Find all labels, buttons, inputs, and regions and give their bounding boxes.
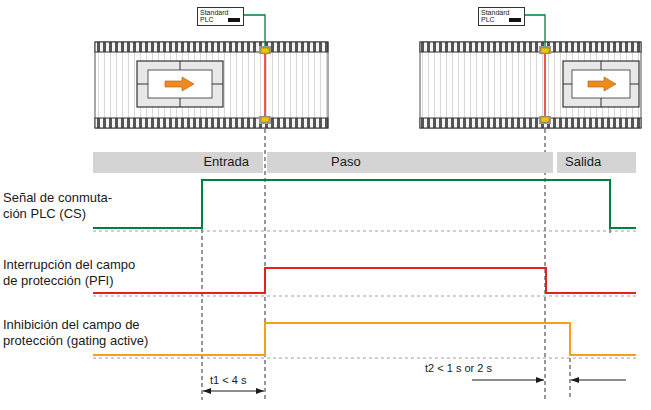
signal-name: Interrupción del campo de protección (PF… <box>3 257 151 290</box>
conveyor-part <box>420 42 641 52</box>
time-arrow-part <box>203 391 264 392</box>
conveyor-part <box>420 42 641 128</box>
light-curtain-part <box>259 46 271 54</box>
light-curtain-part <box>539 116 551 124</box>
conveyor <box>420 42 641 128</box>
package-part <box>137 61 223 107</box>
phase-label: Paso <box>267 154 553 170</box>
light-curtain <box>259 46 271 124</box>
conveyor-part <box>95 42 328 128</box>
time-arrow-part <box>472 380 544 381</box>
conveyor-part <box>95 42 328 52</box>
conveyor-part <box>420 118 641 128</box>
light-curtain-part <box>261 117 269 122</box>
baseline <box>93 231 636 358</box>
time-arrow-part <box>571 380 626 381</box>
time-label: t2 < 1 s or 2 s <box>423 362 494 375</box>
phase-band: Paso <box>267 152 553 173</box>
light-curtain-part <box>544 54 546 116</box>
plc-label: Standard PLC <box>200 9 241 24</box>
gating-signal <box>93 323 636 355</box>
plc-box: Standard PLC <box>197 7 244 26</box>
conveyor-part <box>95 118 328 128</box>
conveyor <box>95 42 328 128</box>
phase-label: Salida <box>557 154 636 170</box>
package-part <box>165 77 194 91</box>
plc-label: Standard PLC <box>481 9 522 24</box>
package-part <box>148 70 212 98</box>
plc-indicator <box>509 18 521 22</box>
light-curtain <box>539 46 551 124</box>
signal-name: Inhibición del campo de protección (gati… <box>3 317 169 350</box>
phase-band: Entrada <box>93 152 263 173</box>
baseline-part <box>93 296 636 297</box>
package-part <box>588 77 616 91</box>
signal-name: Señal de conmuta- ción PLC (CS) <box>3 190 128 223</box>
package <box>137 61 223 107</box>
light-curtain-part <box>541 117 549 122</box>
plc-box: Standard PLC <box>478 7 525 26</box>
light-curtain-part <box>259 116 271 124</box>
light-curtain-part <box>261 48 269 53</box>
light-curtain-part <box>539 46 551 54</box>
time-arrow <box>203 380 626 391</box>
phase-band: Salida <box>557 152 636 173</box>
light-curtain-part <box>541 48 549 53</box>
baseline-part <box>93 231 636 232</box>
package-part <box>572 70 630 98</box>
package <box>563 61 639 107</box>
baseline-part <box>93 358 636 359</box>
pfi-signal <box>93 268 636 293</box>
guide-line-part <box>265 129 266 402</box>
time-label: t1 < 4 s <box>208 374 248 387</box>
phase-label: Entrada <box>93 154 263 170</box>
guide-line <box>202 129 610 402</box>
cs-signal <box>93 180 636 228</box>
light-curtain-part <box>264 54 266 116</box>
plc-indicator <box>228 18 240 22</box>
package-part <box>563 61 639 107</box>
